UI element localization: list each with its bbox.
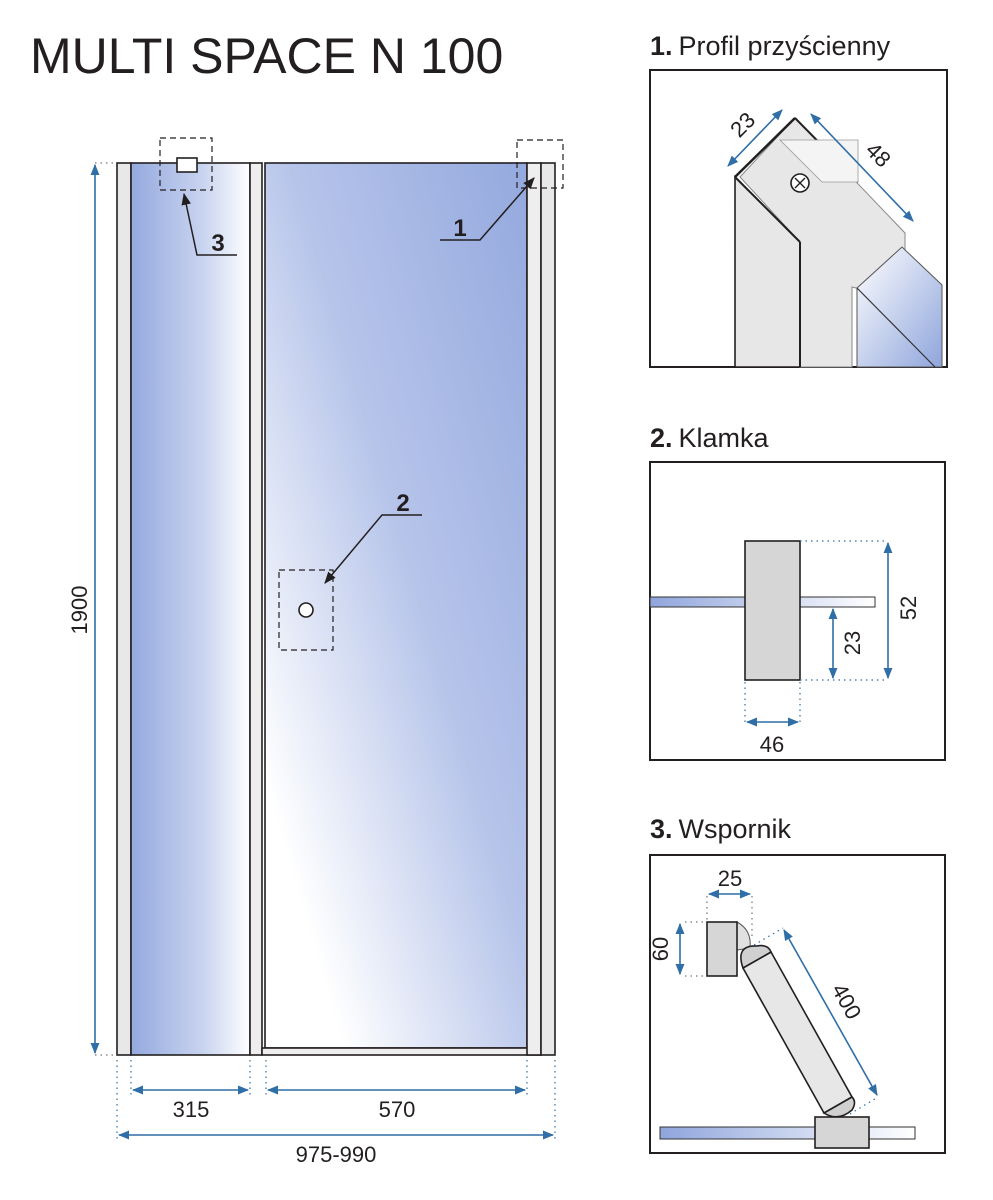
detail-3-title: 3.Wspornik <box>650 814 792 844</box>
handle <box>744 540 801 681</box>
left-wall-profile <box>116 162 132 1056</box>
callout-3: 3 <box>211 230 224 257</box>
front-view: 1900 315 570 975-990 3 1 2 <box>67 137 564 1167</box>
glass-clamp <box>814 1116 870 1149</box>
door-bottom-seal <box>261 1047 542 1056</box>
bracket-width-dim: 25 <box>718 866 742 891</box>
product-title: MULTI SPACE N 100 <box>30 28 503 84</box>
fixed-panel-width: 315 <box>173 1097 210 1122</box>
detail-1-title: 1.Profil przyścienny <box>650 31 891 61</box>
detail-wall-profile: 1.Profil przyścienny 23 48 <box>649 31 948 368</box>
callout-1: 1 <box>453 215 466 242</box>
door-right-profile <box>526 162 542 1056</box>
handle-width-dim: 46 <box>760 732 784 757</box>
height-dimension: 1900 <box>67 586 92 635</box>
door-width: 570 <box>379 1097 416 1122</box>
handle-height-dim: 52 <box>896 596 921 620</box>
right-wall-profile <box>540 162 556 1056</box>
handle-icon <box>298 602 314 618</box>
detail-bracket: 3.Wspornik 25 60 400 <box>648 814 946 1154</box>
bracket-height-dim: 60 <box>648 937 673 961</box>
middle-profile <box>249 162 263 1056</box>
callout-2: 2 <box>396 490 409 517</box>
detail-2-title: 2.Klamka <box>650 423 770 453</box>
handle-offset-dim: 23 <box>840 631 865 655</box>
detail-handle: 2.Klamka 52 23 46 <box>649 423 946 761</box>
wall-mount-block <box>706 921 738 977</box>
fixed-glass-panel <box>130 162 251 1056</box>
total-width: 975-990 <box>296 1142 377 1167</box>
bracket-mount <box>176 157 198 173</box>
